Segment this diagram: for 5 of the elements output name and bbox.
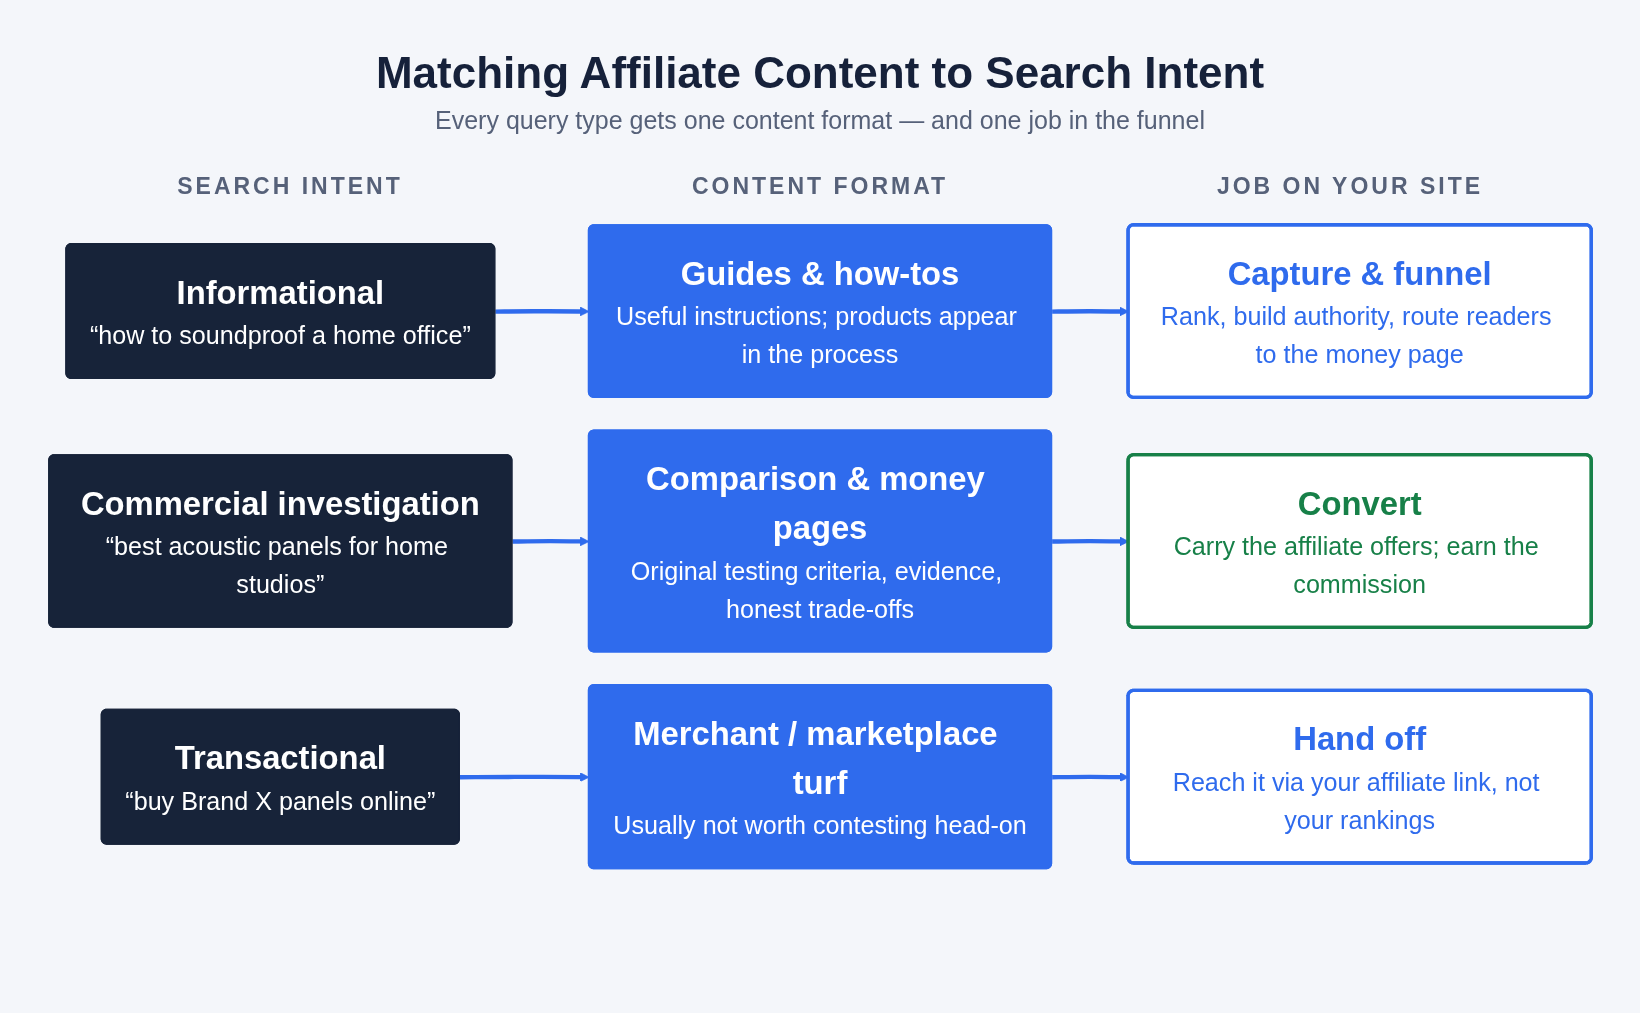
subtitle: Every query type gets one content format — and one job in the funnel xyxy=(435,106,1205,135)
column-heading: SEARCH INTENT xyxy=(176,173,404,200)
column-heading: JOB ON YOUR SITE xyxy=(1215,173,1485,200)
title: Matching Affiliate Content to Search Intent xyxy=(375,48,1265,98)
column-heading: CONTENT FORMAT xyxy=(690,173,950,200)
